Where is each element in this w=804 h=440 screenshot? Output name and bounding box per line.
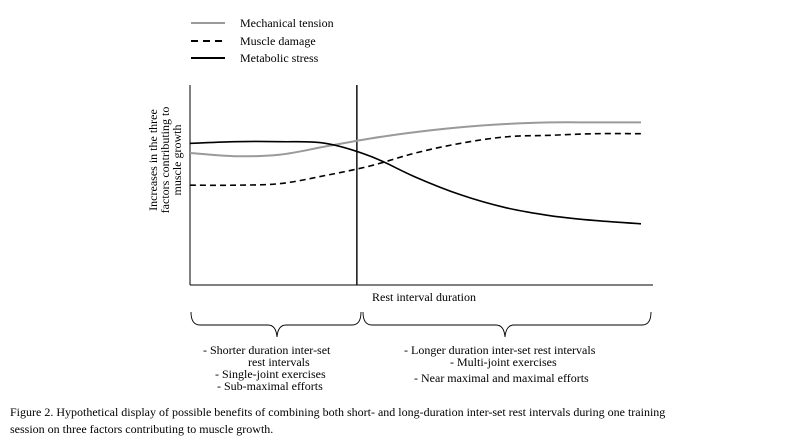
left-line-1: - Shorter duration inter-set [203, 343, 331, 357]
right-line-2: - Multi-joint exercises [450, 355, 557, 369]
series-group [189, 121, 642, 225]
caption-line-1: Figure 2. Hypothetical display of possib… [10, 405, 666, 419]
y-axis-label-line-1: Increases in the three [146, 109, 160, 211]
brace-right [362, 311, 652, 338]
figure-caption: Figure 2. Hypothetical display of possib… [10, 404, 796, 438]
legend-label-muscle-damage: Muscle damage [240, 34, 316, 48]
right-line-3: - Near maximal and maximal efforts [414, 371, 589, 385]
legend-label-metabolic-stress: Metabolic stress [240, 51, 319, 65]
brace-right-text: - Longer duration inter-set rest interva… [404, 343, 596, 385]
left-line-3: - Single-joint exercises [215, 367, 326, 381]
brace-left [190, 311, 362, 338]
left-line-4: - Sub-maximal efforts [217, 379, 323, 393]
x-axis-label: Rest interval duration [372, 290, 476, 304]
series-line-metabolic-stress [189, 140, 642, 225]
brace-left-text: - Shorter duration inter-set rest interv… [203, 343, 331, 393]
left-line-2: rest intervals [248, 355, 310, 369]
legend: Mechanical tension Muscle damage Metabol… [191, 16, 334, 65]
caption-line-2: session on three factors contributing to… [10, 422, 274, 436]
series-line-mechanical-tension [189, 121, 641, 158]
legend-label-mechanical-tension: Mechanical tension [240, 16, 334, 30]
y-axis-label-line-3: muscle growth [170, 125, 184, 196]
y-axis-label-line-2: factors contributing to [158, 107, 172, 214]
right-line-1: - Longer duration inter-set rest interva… [404, 343, 596, 357]
y-axis-label: Increases in the three factors contribut… [146, 107, 184, 214]
